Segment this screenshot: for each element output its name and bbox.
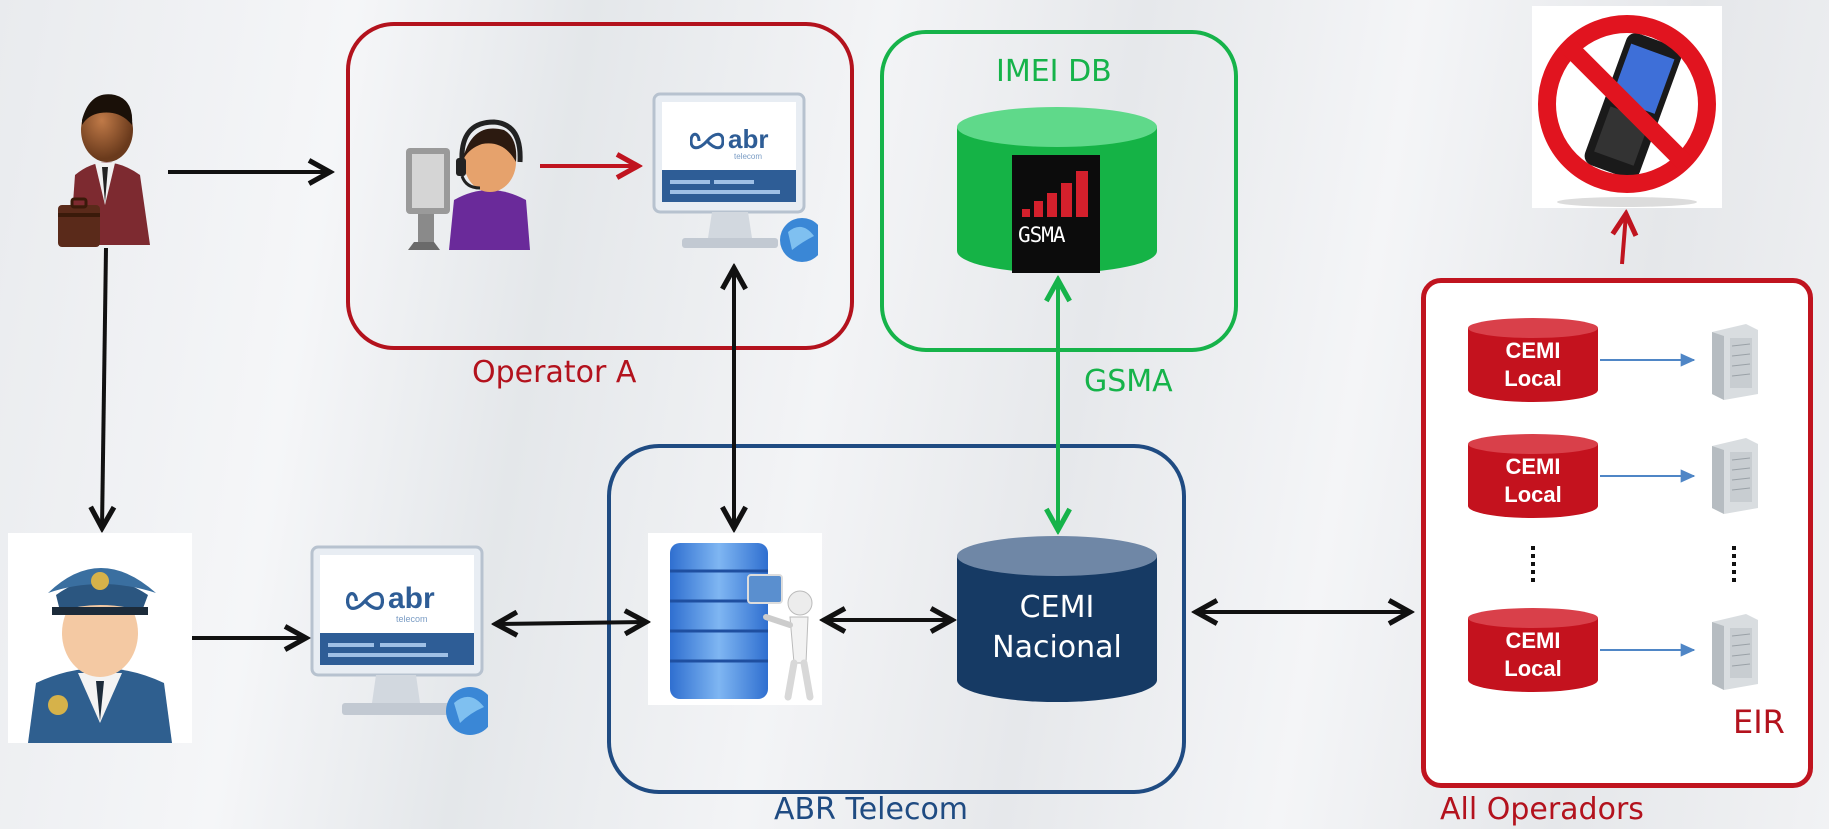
imei-db-label: IMEI DB [996, 54, 1112, 89]
cemi-local-cylinder: CEMI Local [1466, 606, 1600, 694]
cemi-nacional-line1: CEMI [1019, 590, 1095, 625]
abr-web-portal-icon[interactable]: abr telecom [310, 545, 494, 735]
cemi-local-line1: CEMI [1505, 338, 1561, 363]
abr-logo-subtext: telecom [734, 152, 763, 161]
imei-db-cylinder: GSMA [955, 105, 1159, 275]
call-center-agent-icon [404, 100, 534, 255]
database-server-icon [648, 533, 822, 705]
eir-server-icon [1706, 612, 1762, 690]
abr-logo-text: abr [388, 582, 435, 615]
gsma-logo-text: GSMA [1018, 223, 1066, 247]
user-businessman-icon [50, 85, 160, 255]
abr-logo: abr telecom [346, 582, 456, 624]
cemi-nacional-cylinder: CEMI Nacional [955, 532, 1159, 704]
abr-logo-text: abr [728, 124, 769, 154]
abr-logo: abr telecom [690, 124, 780, 161]
no-phone-icon [1532, 6, 1722, 208]
abr-web-portal-icon[interactable]: abr telecom [652, 92, 824, 264]
gsma-logo-icon: GSMA [1012, 155, 1100, 273]
all-operadors-label: All Operadors [1440, 792, 1644, 827]
abr-telecom-label: ABR Telecom [774, 792, 969, 827]
cemi-local-cylinder: CEMI Local [1466, 316, 1600, 404]
arrow-eir-to-blocked [1622, 214, 1626, 265]
eir-label: EIR [1733, 703, 1785, 741]
arrow-portal-to-database [496, 622, 646, 624]
cemi-local-cylinder: CEMI Local [1466, 432, 1600, 520]
operator-a-box [346, 22, 854, 350]
cemi-local-line1: CEMI [1505, 454, 1561, 479]
police-officer-icon [8, 533, 192, 743]
arrow-user-to-police [102, 247, 106, 528]
gsma-label: GSMA [1084, 364, 1173, 399]
cemi-local-line2: Local [1504, 366, 1562, 391]
cemi-local-line1: CEMI [1505, 628, 1561, 653]
cemi-local-line2: Local [1504, 656, 1562, 681]
eir-server-icon [1706, 322, 1762, 400]
operator-a-label: Operator A [472, 355, 637, 390]
eir-server-icon [1706, 436, 1762, 514]
cemi-nacional-line2: Nacional [992, 630, 1122, 665]
abr-logo-subtext: telecom [396, 614, 428, 624]
cemi-local-line2: Local [1504, 482, 1562, 507]
